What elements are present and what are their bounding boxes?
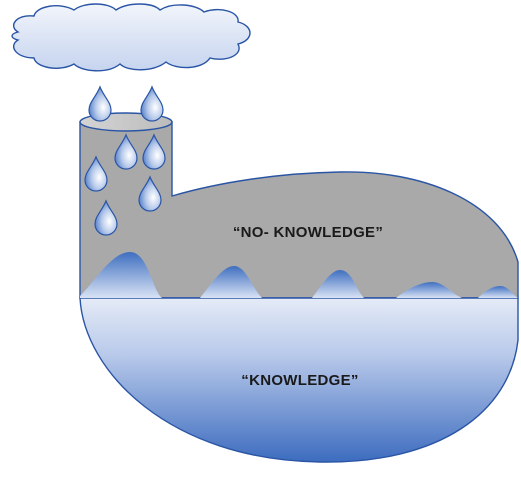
no-knowledge-label: “NO- KNOWLEDGE” [233, 224, 383, 241]
water-drop-icon [140, 85, 164, 122]
water-drop-icon [114, 133, 138, 170]
water-drop-icon [84, 155, 108, 192]
water-drop-icon [94, 199, 118, 236]
water-drop-icon [88, 85, 112, 122]
raindrops [84, 85, 166, 236]
knowledge-region [79, 297, 519, 463]
water-drop-icon [138, 175, 162, 212]
water-drop-icon [142, 133, 166, 170]
knowledge-label: “KNOWLEDGE” [241, 372, 358, 389]
cloud-icon [11, 3, 251, 72]
wave-crests [80, 252, 518, 298]
